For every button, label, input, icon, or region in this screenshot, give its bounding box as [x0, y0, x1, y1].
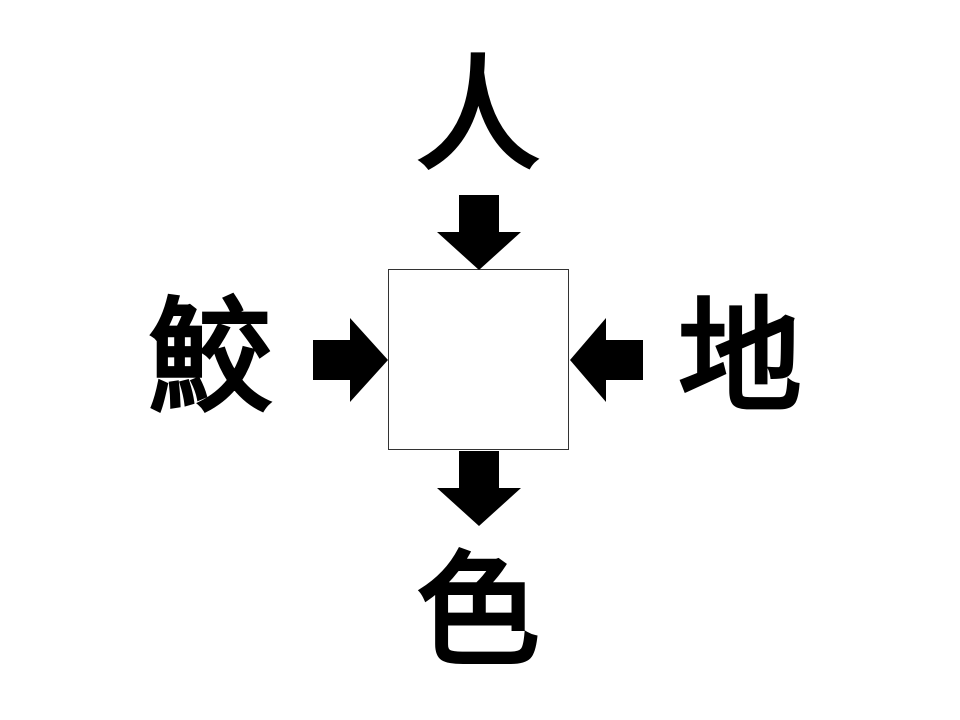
bottom-kanji: 色	[415, 540, 540, 684]
right-kanji: 地	[677, 286, 802, 430]
arrow-down-bottom-icon	[437, 451, 521, 526]
left-kanji: 鮫	[147, 286, 272, 430]
arrow-left-right-icon	[570, 318, 643, 402]
answer-box[interactable]	[388, 269, 569, 450]
arrow-right-left-icon	[313, 318, 388, 402]
arrow-down-top-icon	[437, 195, 521, 270]
top-kanji: 人	[415, 44, 540, 188]
